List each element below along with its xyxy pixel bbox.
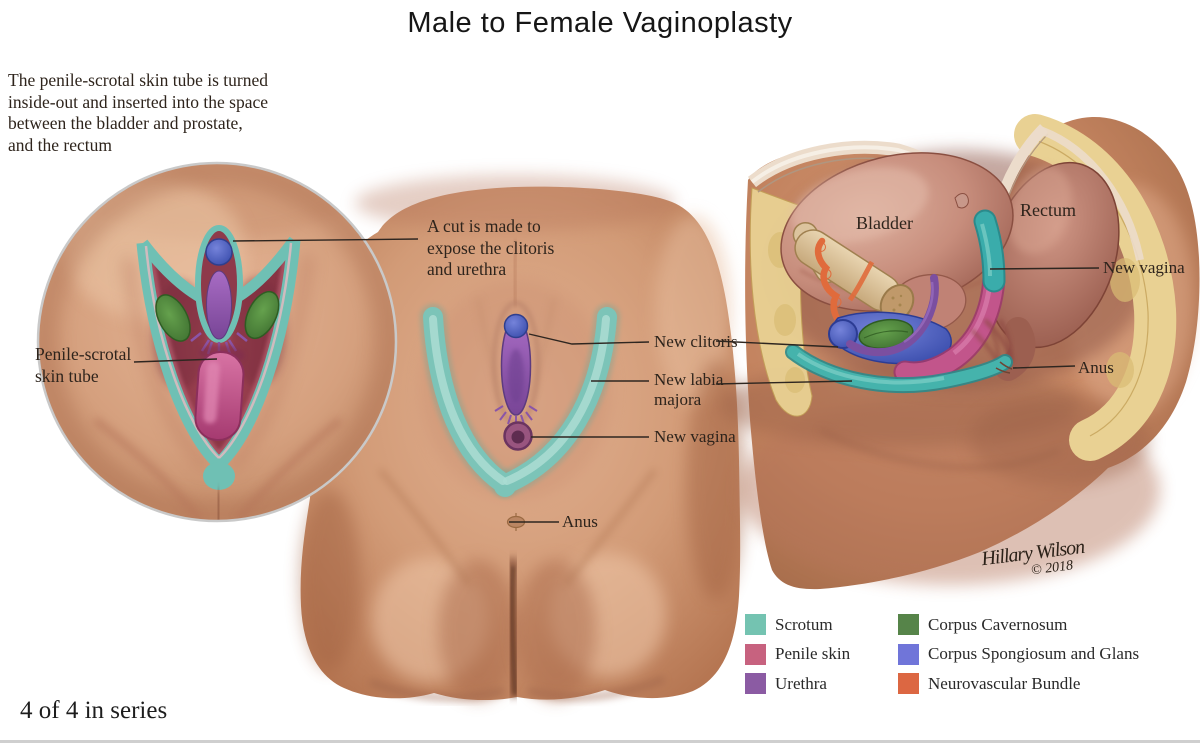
color-legend: Scrotum Penile skin Urethra Corpus Caver… <box>745 614 1139 703</box>
legend-column-2: Corpus Cavernosum Corpus Spongiosum and … <box>898 614 1139 703</box>
page-title: Male to Female Vaginoplasty <box>407 7 793 39</box>
leader-anus-right <box>1012 365 1076 369</box>
legend-item-urethra: Urethra <box>745 673 898 694</box>
legend-label: Scrotum <box>775 614 833 634</box>
scrotum-color-swatch <box>745 614 766 635</box>
new-vagina-opening-middle <box>503 421 533 451</box>
inset-circle-border <box>36 161 398 523</box>
neurovascular-bundle <box>814 237 875 334</box>
legend-item-neurovascular-bundle: Neurovascular Bundle <box>898 673 1139 694</box>
legend-item-corpus-cavernosum: Corpus Cavernosum <box>898 614 1139 635</box>
urethra-right <box>846 274 939 357</box>
new-labia-majora-label: New labia majora <box>654 370 724 409</box>
middle-figure-body <box>300 175 746 701</box>
leader-new-labia-right <box>715 380 853 385</box>
screenshot-bottom-edge <box>0 740 1200 743</box>
legend-label: Urethra <box>775 673 827 693</box>
series-note: 4 of 4 in series <box>20 697 168 724</box>
legend-label: Neurovascular Bundle <box>928 673 1081 693</box>
penile-scrotal-skin-tube <box>194 344 245 442</box>
corpus-spongiosum-color-swatch <box>898 643 919 665</box>
penile-scrotal-label: Penile-scrotal skin tube <box>35 344 132 386</box>
new-clitoris-glans-middle <box>503 313 529 339</box>
leader-new-clitoris-right <box>715 340 839 348</box>
bladder-label: Bladder <box>856 213 913 233</box>
intro-text: The penile-scrotal skin tube is turned i… <box>8 70 268 155</box>
anus-right-label: Anus <box>1078 358 1114 377</box>
legend-label: Penile skin <box>775 644 851 663</box>
leader-cut-label <box>232 238 419 242</box>
leader-penile-scrotal <box>133 358 218 363</box>
legend-label: Corpus Cavernosum <box>928 614 1068 634</box>
teal-incision-v <box>419 303 621 498</box>
leader-new-clitoris-left <box>528 333 650 345</box>
legend-item-scrotum: Scrotum <box>745 614 898 635</box>
clitoris-urethra-inset <box>190 225 248 355</box>
anus-right <box>995 361 1013 374</box>
new-vagina-right-label: New vagina <box>1103 258 1185 277</box>
legend-column-1: Scrotum Penile skin Urethra <box>745 614 898 703</box>
incision-teal-rim <box>136 236 301 490</box>
legend-item-penile-skin: Penile skin <box>745 643 898 665</box>
corpus-cavernosum-color-swatch <box>898 614 919 635</box>
anus-middle-label: Anus <box>562 512 598 531</box>
urethra-color-swatch <box>745 673 766 694</box>
corpus-cavernosum-right-inset <box>244 290 280 340</box>
new-clitoris-label: New clitoris <box>654 332 738 351</box>
inset-circle-figure <box>36 161 398 523</box>
rectum-organ <box>983 161 1120 381</box>
right-figure-pelvis <box>720 114 1200 590</box>
new-vagina-middle-label: New vagina <box>654 427 736 446</box>
corpus-cavernosum-left-inset <box>155 294 191 342</box>
neurovascular-bundle-color-swatch <box>898 673 919 694</box>
legend-label: Corpus Spongiosum and Glans <box>928 644 1140 663</box>
leader-lines <box>133 238 1100 523</box>
legend-item-corpus-spongiosum: Corpus Spongiosum and Glans <box>898 643 1140 665</box>
new-vagina-tube <box>893 209 1006 385</box>
leader-new-vagina-right <box>989 267 1100 270</box>
rectum-label: Rectum <box>1020 200 1076 220</box>
cut-label: A cut is made to expose the clitoris and… <box>427 216 555 279</box>
new-clitoris-urethra-middle <box>491 300 541 426</box>
scrotum-band <box>785 344 1013 394</box>
penile-skin-color-swatch <box>745 643 766 665</box>
